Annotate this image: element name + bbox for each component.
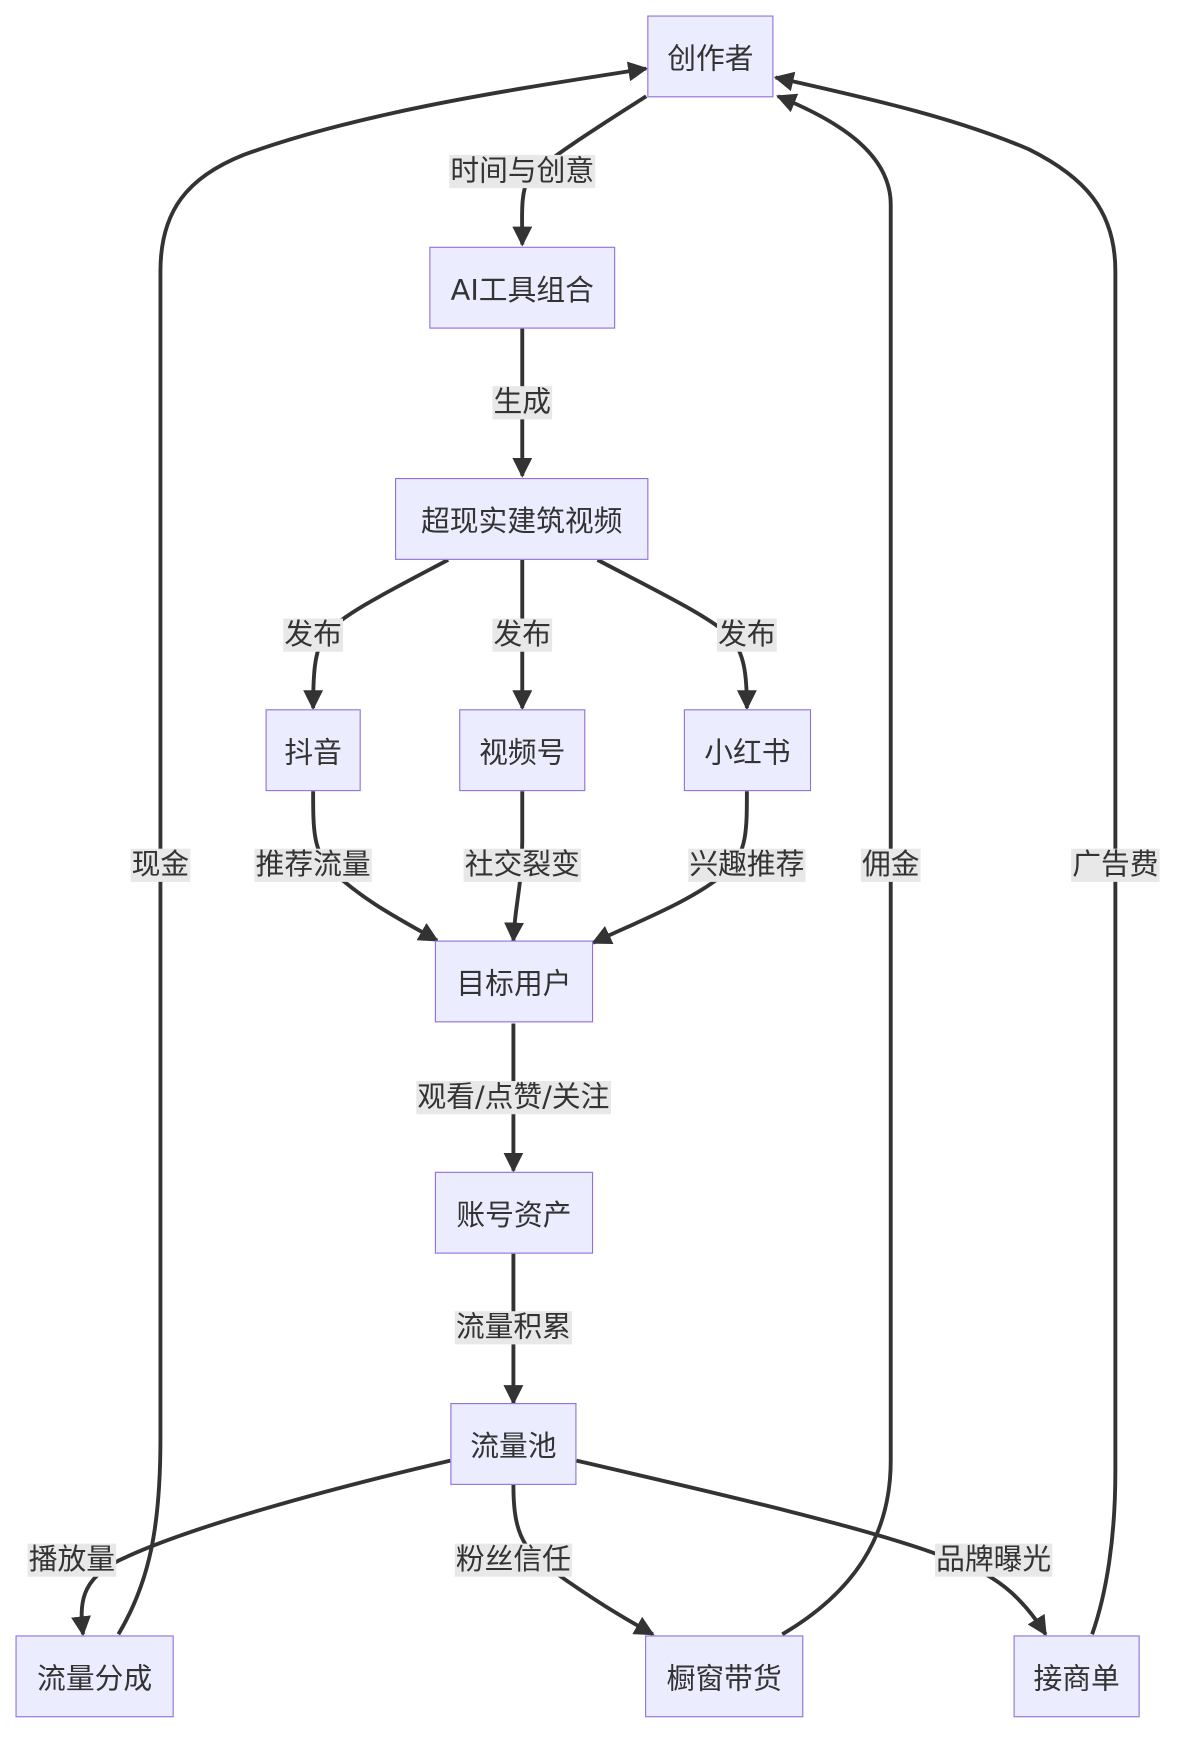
edge-label-brand-exposure: 品牌曝光 [934,1543,1053,1577]
edge-label-generate: 生成 [492,386,553,420]
node-account-assets[interactable]: 账号资产 [434,1171,594,1254]
edge-label-commission: 佣金 [860,848,921,882]
edge-traffic-pool-to-traffic-share [71,1458,451,1637]
edge-shipinhao-to-target-users [504,791,525,943]
edge-label-time-creativity: 时间与创意 [449,154,596,189]
edge-label-ad-fee: 广告费 [1071,848,1160,882]
edge-label-publish-xiaohongshu: 发布 [717,618,777,652]
node-creator[interactable]: 创作者 [647,15,774,98]
node-xiaohongshu[interactable]: 小红书 [683,709,812,792]
node-target-users[interactable]: 目标用户 [434,940,594,1023]
node-traffic-share[interactable]: 流量分成 [15,1635,174,1718]
edge-label-publish-douyin: 发布 [283,618,344,652]
edge-label-publish-shipinhao: 发布 [492,618,553,652]
node-douyin[interactable]: 抖音 [265,709,361,792]
edge-traffic-pool-to-sponsorship [576,1458,1048,1636]
edge-label-cash: 现金 [130,848,191,882]
edge-showcase-to-creator [776,93,893,1636]
node-ai-tools[interactable]: AI工具组合 [429,246,616,329]
edge-label-social-fission: 社交裂变 [463,848,581,882]
edge-label-fan-trust: 粉丝信任 [454,1543,573,1577]
edge-label-recommend-traffic: 推荐流量 [254,848,372,882]
node-showcase[interactable]: 橱窗带货 [645,1635,804,1718]
edge-label-watch-like-follow: 观看/点赞/关注 [416,1081,611,1115]
edge-sponsorship-to-creator [773,71,1118,1635]
node-sponsorship[interactable]: 接商单 [1013,1635,1140,1718]
edge-label-play-count: 播放量 [27,1543,117,1577]
node-traffic-pool[interactable]: 流量池 [450,1403,577,1485]
edge-traffic-share-to-creator [116,61,649,1636]
node-shipinhao[interactable]: 视频号 [459,709,586,792]
edge-label-interest-recommend: 兴趣推荐 [688,848,806,882]
node-video[interactable]: 超现实建筑视频 [395,478,649,560]
edge-label-traffic-accumulation: 流量积累 [454,1311,573,1345]
